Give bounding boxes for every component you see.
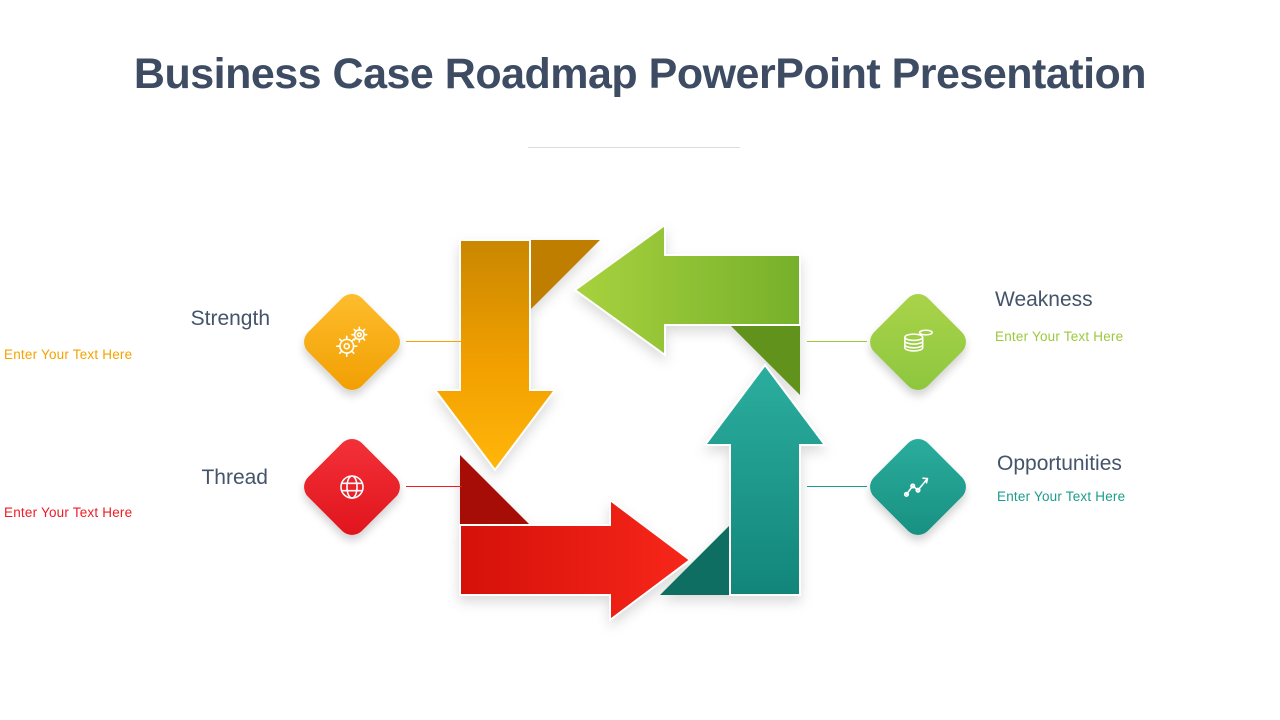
cycle-arrows-diagram xyxy=(433,223,827,622)
green-arrow-fold xyxy=(730,325,800,395)
strength-text-placeholder[interactable]: Enter Your Text Here xyxy=(4,347,133,362)
red-arrow-body xyxy=(459,498,692,622)
weakness-text-placeholder[interactable]: Enter Your Text Here xyxy=(995,329,1124,344)
teal-arrow xyxy=(660,363,827,596)
green-arrow-body xyxy=(573,223,801,357)
strength-label: Strength xyxy=(190,307,270,330)
thread-label: Thread xyxy=(201,466,268,489)
strength-diamond xyxy=(298,288,406,396)
strength-connector-line xyxy=(406,341,462,342)
teal-arrow-body xyxy=(703,363,827,596)
globe-icon xyxy=(340,475,364,499)
thread-diamond xyxy=(298,433,406,541)
gears-icon xyxy=(335,326,368,357)
opportunities-diamond xyxy=(864,433,972,541)
thread-connector-line xyxy=(406,486,462,487)
opportunities-connector-line xyxy=(807,486,867,487)
orange-arrow-body xyxy=(433,239,557,472)
thread-text-placeholder[interactable]: Enter Your Text Here xyxy=(4,505,133,520)
opportunities-text-placeholder[interactable]: Enter Your Text Here xyxy=(997,489,1126,504)
red-arrow-fold xyxy=(460,455,530,525)
title-divider xyxy=(528,147,740,148)
red-arrow xyxy=(459,455,692,622)
chart-icon xyxy=(903,477,929,497)
opportunities-label: Opportunities xyxy=(997,452,1122,475)
orange-arrow xyxy=(433,239,600,472)
weakness-connector-line xyxy=(807,341,867,342)
weakness-label: Weakness xyxy=(995,288,1093,311)
teal-arrow-fold xyxy=(660,525,730,595)
slide-title: Business Case Roadmap PowerPoint Present… xyxy=(133,50,1147,98)
green-arrow xyxy=(573,223,801,395)
orange-arrow-fold xyxy=(530,240,600,310)
coins-icon xyxy=(904,329,933,352)
weakness-diamond xyxy=(864,288,972,396)
